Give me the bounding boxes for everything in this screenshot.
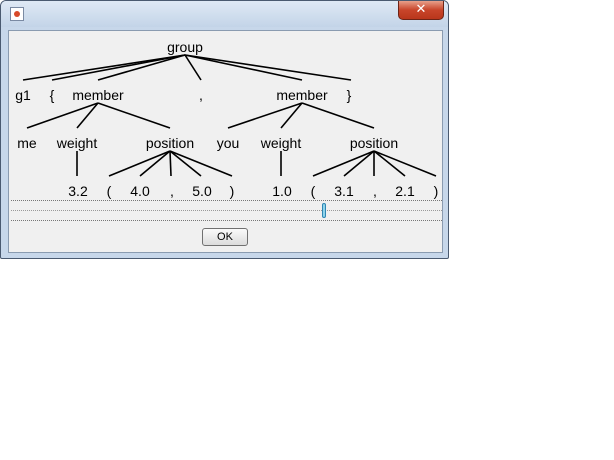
tree-node: { bbox=[50, 87, 55, 103]
tree-leaf: 1.0 bbox=[272, 183, 292, 199]
close-button[interactable]: ✕ bbox=[398, 1, 444, 20]
edge bbox=[373, 150, 437, 177]
edge bbox=[51, 54, 186, 81]
edge bbox=[22, 54, 186, 81]
edge bbox=[227, 102, 303, 129]
tree-viewer-window: ✕ bbox=[0, 0, 449, 259]
java-app-icon bbox=[10, 7, 24, 21]
tree-leaf: 4.0 bbox=[130, 183, 150, 199]
tree-leaf: ( bbox=[107, 183, 112, 199]
tree-node: position bbox=[146, 135, 194, 151]
title-bar[interactable]: ✕ bbox=[1, 1, 448, 27]
edge bbox=[184, 54, 352, 81]
edge bbox=[373, 150, 406, 177]
tree-node-root: group bbox=[167, 39, 203, 55]
edge bbox=[108, 150, 171, 177]
tree-leaf: ( bbox=[311, 183, 316, 199]
edge bbox=[97, 102, 171, 129]
scroll-thumb[interactable] bbox=[322, 203, 326, 218]
ok-button[interactable]: OK bbox=[202, 228, 248, 246]
edge bbox=[169, 150, 202, 177]
tree-node: weight bbox=[260, 135, 302, 151]
tree-leaf: 3.1 bbox=[334, 183, 354, 199]
tree-node: member bbox=[72, 87, 124, 103]
edge bbox=[26, 102, 99, 129]
horizontal-scrollbar[interactable] bbox=[11, 200, 442, 221]
edge bbox=[280, 102, 303, 129]
edge bbox=[76, 102, 99, 129]
tree-node: , bbox=[199, 87, 203, 103]
edge bbox=[97, 54, 186, 81]
tree-leaf: 3.2 bbox=[68, 183, 88, 199]
edge bbox=[301, 102, 375, 129]
tree-node: me bbox=[17, 135, 37, 151]
tree-leaf: , bbox=[373, 183, 377, 199]
tree-leaf: ) bbox=[230, 183, 235, 199]
tree-edges bbox=[22, 54, 437, 177]
tree-leaf: ) bbox=[434, 183, 439, 199]
tree-node: member bbox=[276, 87, 328, 103]
tree-node: g1 bbox=[15, 87, 31, 103]
tree-node: you bbox=[217, 135, 240, 151]
edge bbox=[169, 150, 172, 177]
scroll-track bbox=[11, 210, 442, 211]
parse-tree: group g1 { member , member } me weight p… bbox=[15, 39, 439, 199]
edge bbox=[184, 54, 202, 81]
tree-leaf: 5.0 bbox=[192, 183, 212, 199]
tree-node: } bbox=[347, 87, 352, 103]
edge bbox=[184, 54, 303, 81]
edge bbox=[169, 150, 233, 177]
edge bbox=[312, 150, 375, 177]
edge bbox=[343, 150, 375, 177]
tree-node: weight bbox=[56, 135, 98, 151]
tree-leaf: , bbox=[170, 183, 174, 199]
tree-leaf: 2.1 bbox=[395, 183, 415, 199]
tree-panel: group g1 { member , member } me weight p… bbox=[8, 30, 443, 253]
edge bbox=[139, 150, 171, 177]
tree-node: position bbox=[350, 135, 398, 151]
